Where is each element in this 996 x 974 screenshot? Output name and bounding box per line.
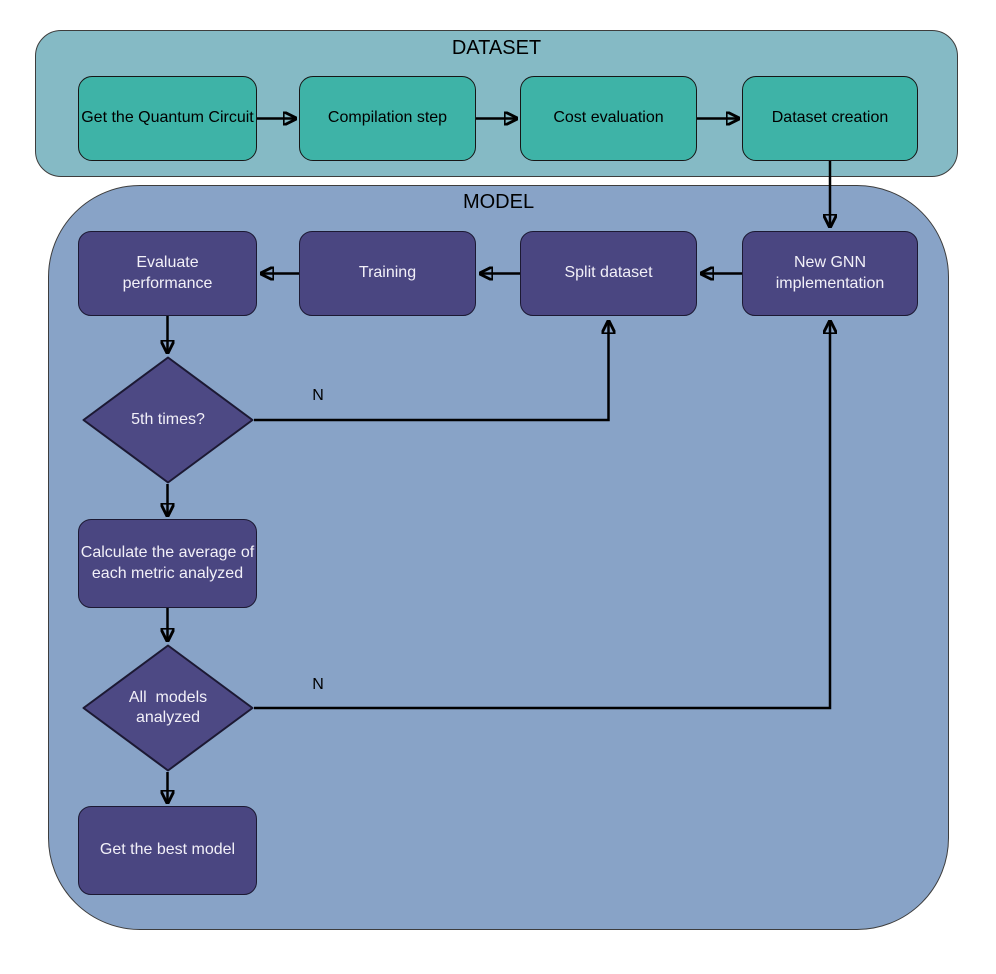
node-calculate-average-label: Calculate the average of each metric ana… [80,544,255,582]
node-get-quantum-circuit-label: Get the Quantum Circuit [81,109,254,127]
node-training: Training [299,231,476,316]
node-get-quantum-circuit: Get the Quantum Circuit [78,76,257,161]
branch-label-5th-times-n: N [312,387,324,404]
branch-label-all-models-n: N [312,676,324,693]
node-new-gnn-implementation: New GNN implementation [742,231,918,316]
node-compilation-step: Compilation step [299,76,476,161]
node-evaluate-performance: Evaluate performance [78,231,257,316]
node-get-best-model-label: Get the best model [99,841,236,859]
node-cost-evaluation: Cost evaluation [520,76,697,161]
node-cost-evaluation-label: Cost evaluation [553,109,664,127]
node-get-best-model: Get the best model [78,806,257,895]
node-evaluate-performance-label: Evaluate performance [122,254,213,292]
dataset-section-title: DATASET [451,37,542,59]
node-dataset-creation: Dataset creation [742,76,918,161]
decision-all-models-label: All models analyzed [128,688,212,726]
decision-5th-times: 5th times? [82,356,254,484]
node-split-dataset: Split dataset [520,231,697,316]
decision-5th-times-diamond-shape [82,356,254,484]
decision-all-models-analyzed: All models analyzed [82,644,254,772]
node-new-gnn-implementation-label: New GNN implementation [775,254,885,292]
decision-all-models-diamond-shape [82,644,254,772]
node-compilation-step-label: Compilation step [327,109,448,127]
decision-5th-times-label: 5th times? [131,410,205,428]
node-dataset-creation-label: Dataset creation [771,109,889,127]
node-split-dataset-label: Split dataset [564,264,653,282]
node-training-label: Training [358,264,417,282]
node-calculate-average: Calculate the average of each metric ana… [78,519,257,608]
model-section-title: MODEL [462,191,535,213]
